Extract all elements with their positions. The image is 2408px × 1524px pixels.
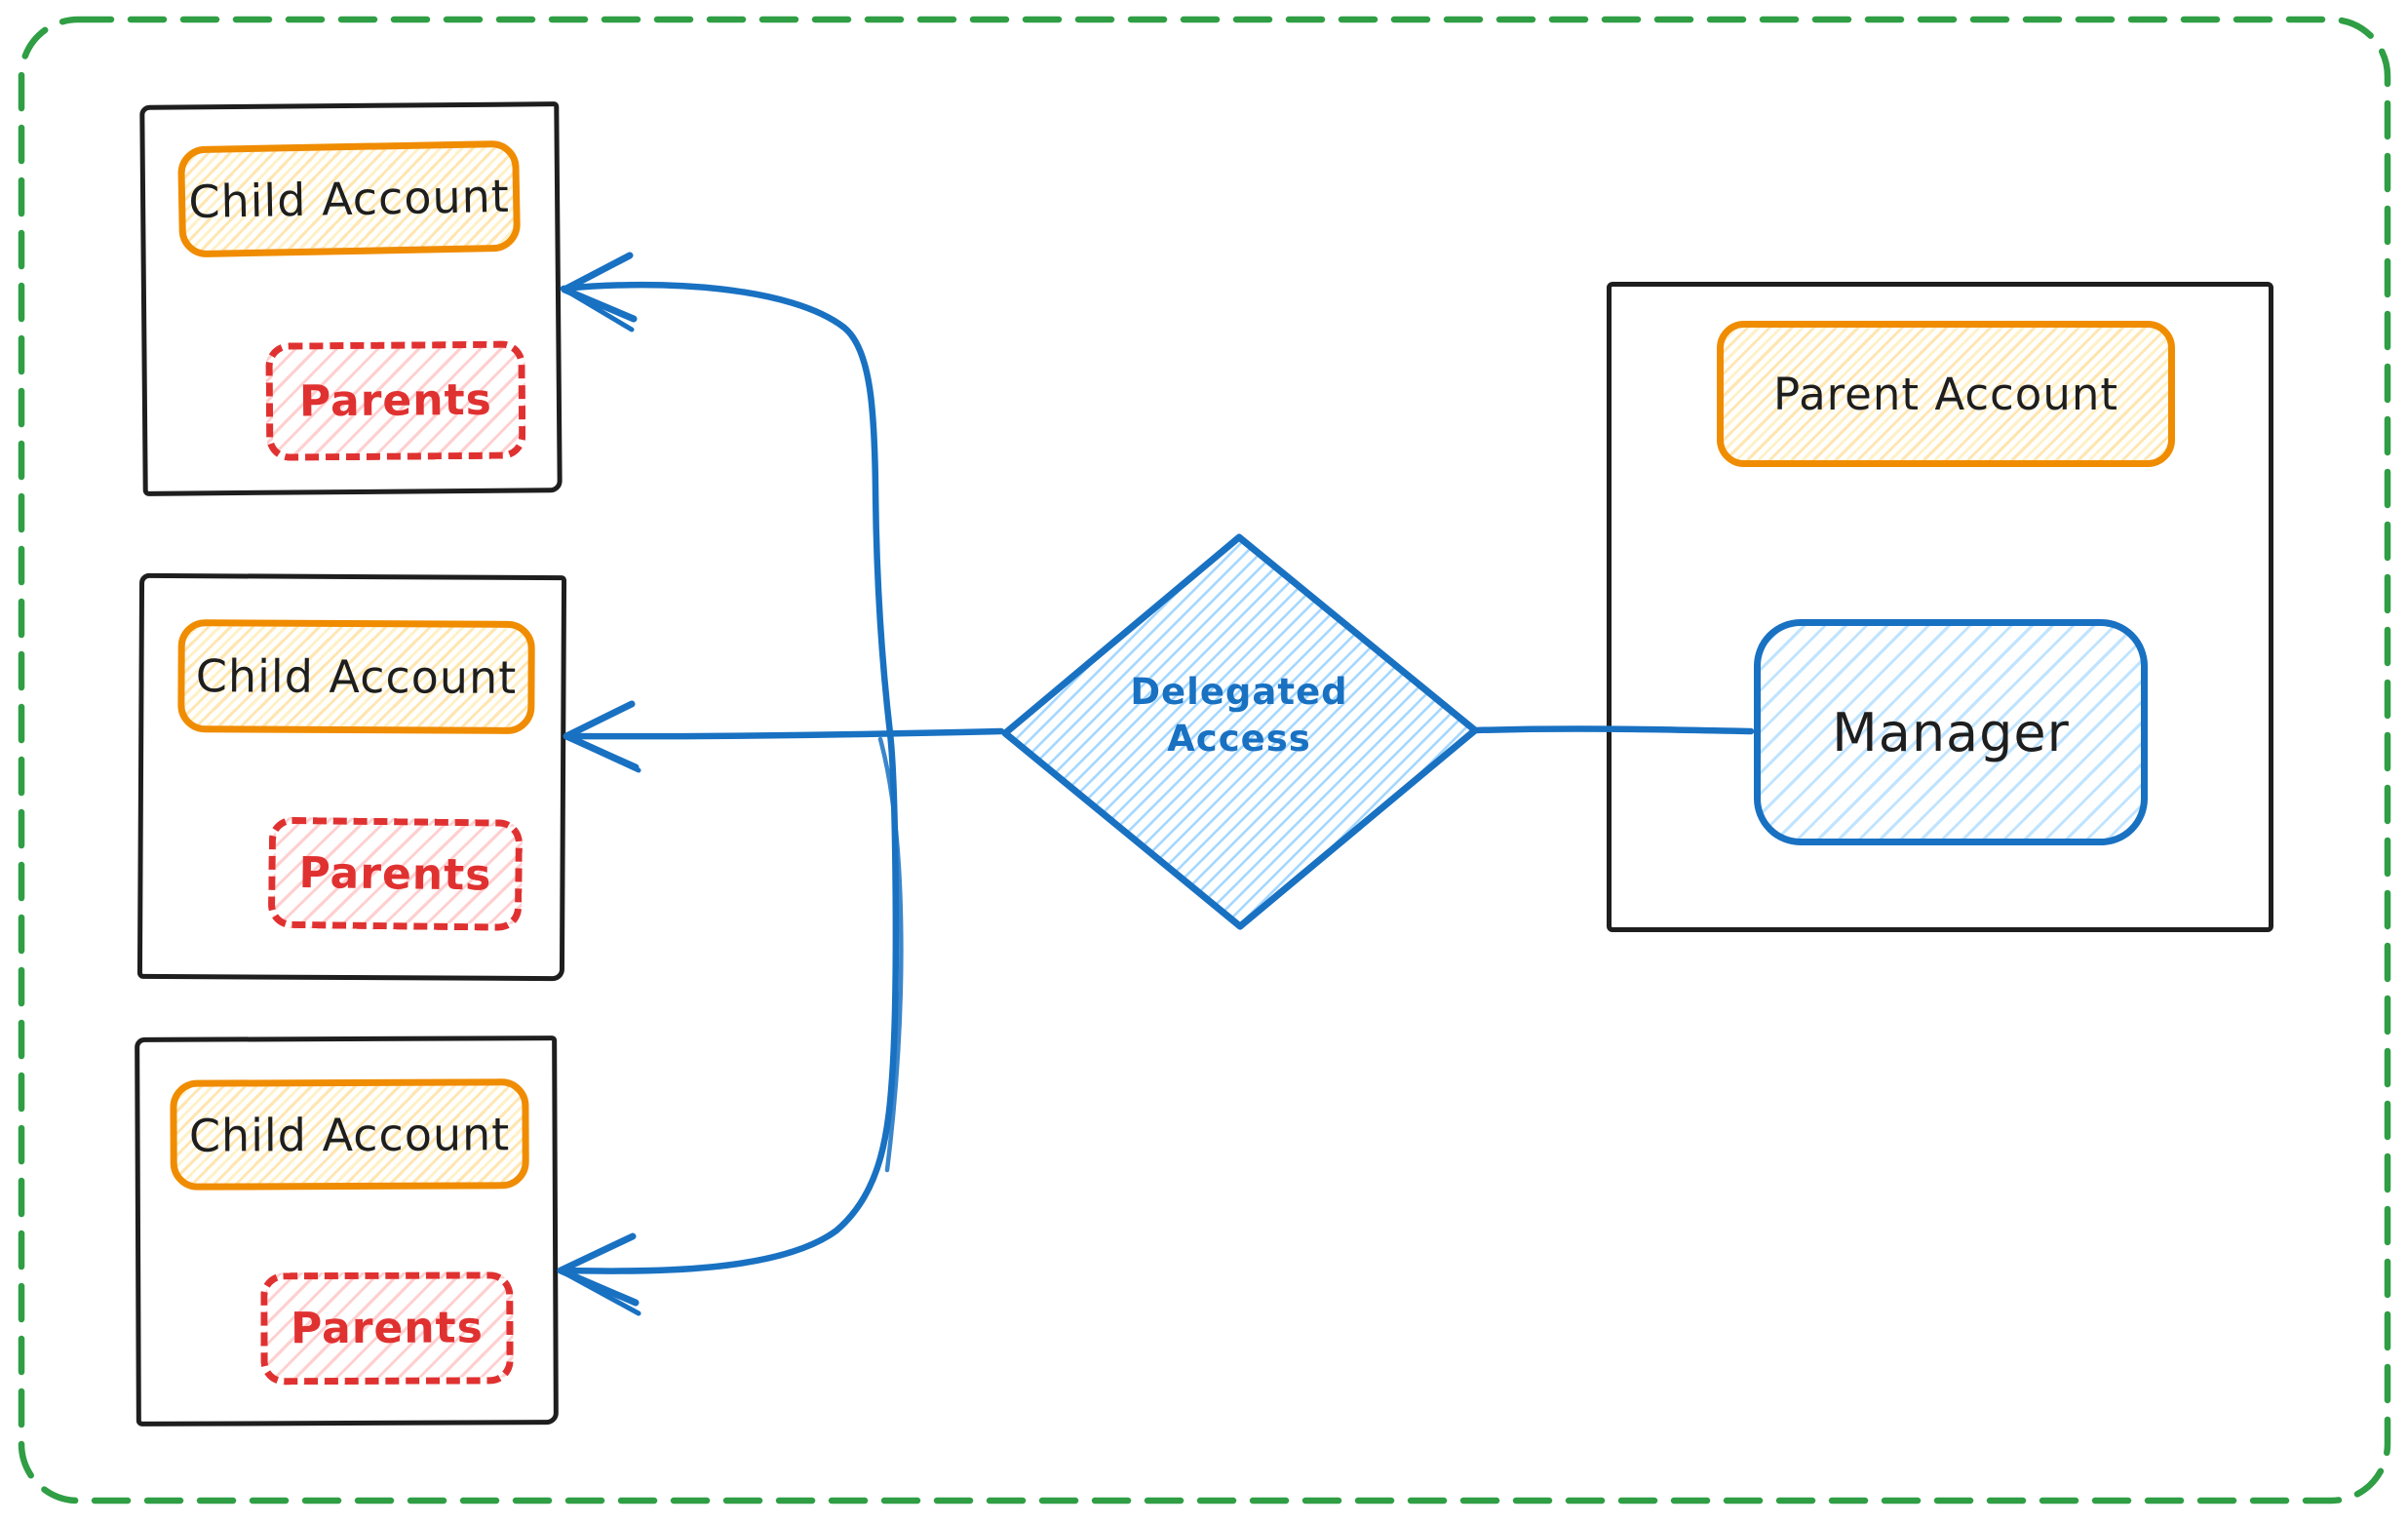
child-account-badge-2[interactable]: Child Account (177, 619, 535, 734)
parent-account-node[interactable]: Parent Account Manager (1607, 282, 2273, 932)
child-account-badge-1[interactable]: Child Account (177, 139, 522, 258)
parents-badge-3[interactable]: Parents (260, 1271, 514, 1386)
parents-badge-2[interactable]: Parents (267, 816, 524, 931)
child-account-node-3[interactable]: Child Account Parents (135, 1036, 559, 1426)
manager-node[interactable]: Manager (1754, 619, 2148, 845)
arrow-to-middle-child[interactable] (563, 700, 1005, 773)
decision-label: Delegated Access (1130, 671, 1348, 761)
child-account-node-1[interactable]: Child Account Parents (139, 101, 563, 496)
parent-account-badge[interactable]: Parent Account (1717, 321, 2175, 467)
child-account-badge-3[interactable]: Child Account (170, 1078, 529, 1191)
parents-badge-1[interactable]: Parents (265, 340, 526, 461)
child-account-node-2[interactable]: Child Account Parents (136, 572, 567, 982)
arrow-top-bottom-children[interactable] (557, 252, 904, 1316)
